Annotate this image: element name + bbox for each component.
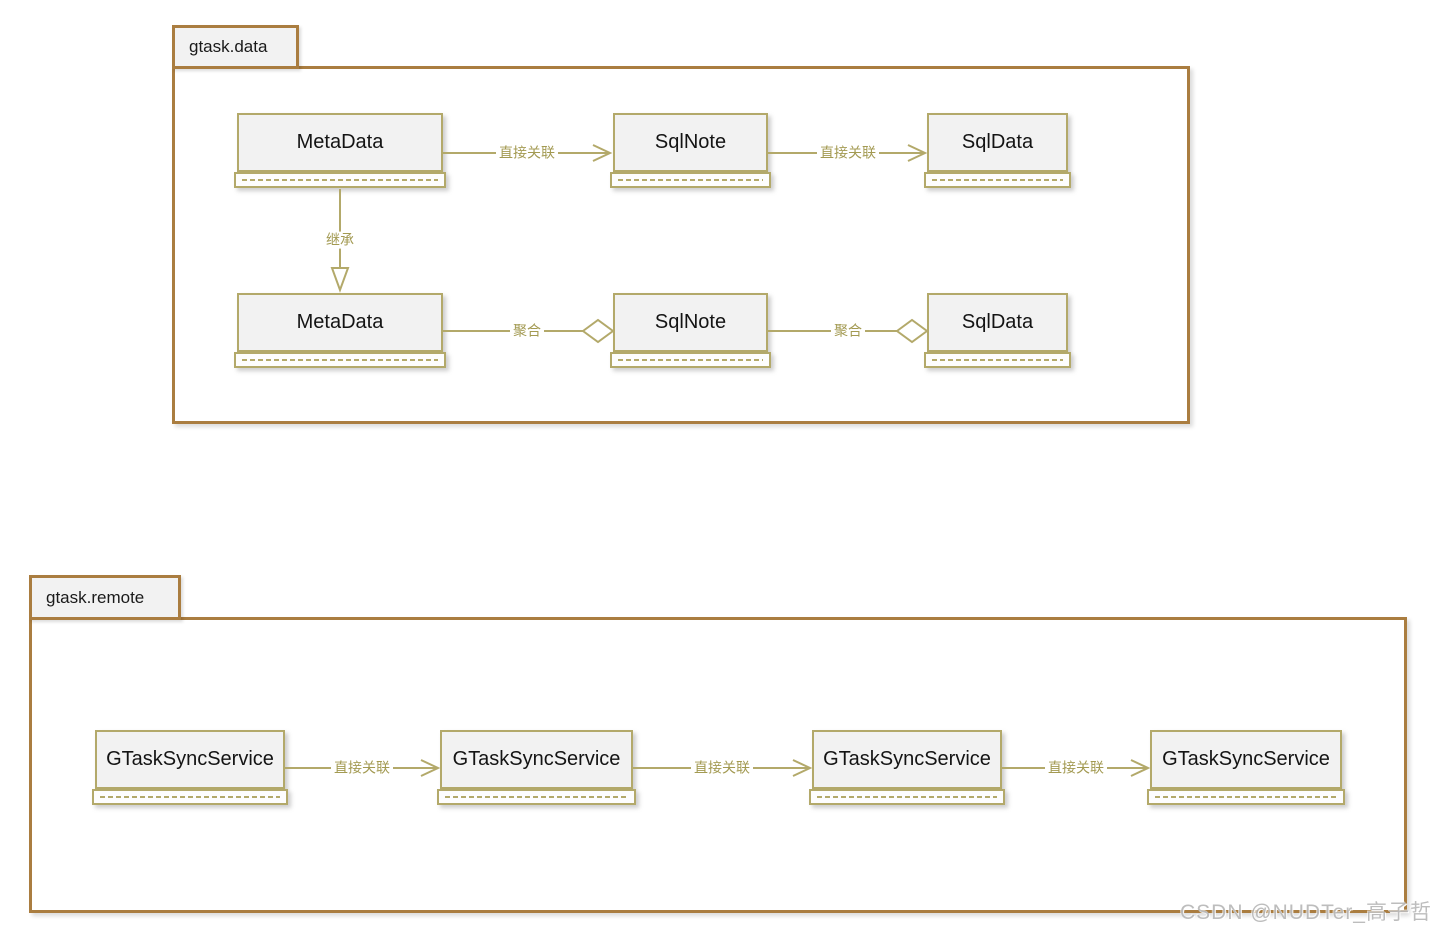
csdn-watermark: CSDN @NUDTer_高子哲 bbox=[1179, 901, 1432, 924]
class-attributes-compartment bbox=[234, 172, 446, 188]
package-tab-gtask-remote[interactable]: gtask.remote bbox=[29, 575, 181, 620]
class-name: GTaskSyncService bbox=[812, 730, 1002, 789]
class-name: SqlNote bbox=[613, 293, 768, 352]
class-attributes-compartment bbox=[234, 352, 446, 368]
empty-attributes-dash bbox=[242, 179, 438, 181]
empty-attributes-dash bbox=[100, 796, 280, 798]
class-gtasksyncservice-3[interactable]: GTaskSyncService bbox=[809, 730, 1005, 805]
class-attributes-compartment bbox=[437, 789, 636, 805]
class-gtasksyncservice-4[interactable]: GTaskSyncService bbox=[1147, 730, 1345, 805]
empty-attributes-dash bbox=[618, 179, 763, 181]
class-name: MetaData bbox=[237, 113, 443, 172]
class-gtasksyncservice-1[interactable]: GTaskSyncService bbox=[92, 730, 288, 805]
package-tab-gtask-data[interactable]: gtask.data bbox=[172, 25, 299, 69]
package-name: gtask.data bbox=[189, 37, 268, 56]
class-name: GTaskSyncService bbox=[440, 730, 633, 789]
connector-label-inheritance: 继承 bbox=[323, 231, 357, 249]
connector-label-association: 直接关联 bbox=[691, 759, 753, 777]
empty-attributes-dash bbox=[242, 359, 438, 361]
connector-label-aggregation: 聚合 bbox=[510, 322, 544, 340]
empty-attributes-dash bbox=[618, 359, 763, 361]
class-name: GTaskSyncService bbox=[95, 730, 285, 789]
connector-label-aggregation: 聚合 bbox=[831, 322, 865, 340]
class-sqlnote-1[interactable]: SqlNote bbox=[610, 113, 771, 188]
class-attributes-compartment bbox=[809, 789, 1005, 805]
class-attributes-compartment bbox=[610, 352, 771, 368]
class-sqlnote-2[interactable]: SqlNote bbox=[610, 293, 771, 368]
class-name: MetaData bbox=[237, 293, 443, 352]
class-attributes-compartment bbox=[610, 172, 771, 188]
package-name: gtask.remote bbox=[46, 587, 145, 607]
empty-attributes-dash bbox=[932, 359, 1063, 361]
class-name: SqlData bbox=[927, 113, 1068, 172]
connector-label-association: 直接关联 bbox=[496, 144, 558, 162]
class-sqldata-1[interactable]: SqlData bbox=[924, 113, 1071, 188]
class-name: SqlData bbox=[927, 293, 1068, 352]
connector-label-association: 直接关联 bbox=[331, 759, 393, 777]
class-attributes-compartment bbox=[924, 352, 1071, 368]
class-attributes-compartment bbox=[1147, 789, 1345, 805]
class-sqldata-2[interactable]: SqlData bbox=[924, 293, 1071, 368]
empty-attributes-dash bbox=[817, 796, 997, 798]
class-attributes-compartment bbox=[924, 172, 1071, 188]
class-attributes-compartment bbox=[92, 789, 288, 805]
connector-label-association: 直接关联 bbox=[817, 144, 879, 162]
empty-attributes-dash bbox=[1155, 796, 1337, 798]
class-gtasksyncservice-2[interactable]: GTaskSyncService bbox=[437, 730, 636, 805]
connector-label-association: 直接关联 bbox=[1045, 759, 1107, 777]
class-name: SqlNote bbox=[613, 113, 768, 172]
class-metadata-1[interactable]: MetaData bbox=[234, 113, 446, 188]
empty-attributes-dash bbox=[932, 179, 1063, 181]
empty-attributes-dash bbox=[445, 796, 628, 798]
class-name: GTaskSyncService bbox=[1150, 730, 1342, 789]
class-metadata-2[interactable]: MetaData bbox=[234, 293, 446, 368]
